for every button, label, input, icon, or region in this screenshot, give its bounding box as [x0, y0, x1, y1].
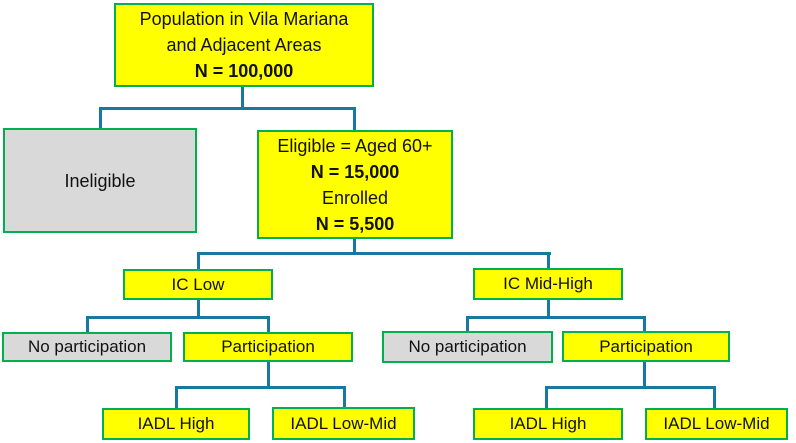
connector-line — [99, 107, 356, 110]
connector-line — [353, 239, 356, 255]
connector-line — [197, 300, 200, 319]
node-eligible-line2: Enrolled — [321, 187, 389, 208]
node-iadl-low-mid-left-label: IADL Low-Mid — [290, 413, 397, 433]
connector-line — [86, 316, 270, 319]
node-population-line1: Population in Vila Mariana — [139, 9, 349, 29]
connector-line — [343, 386, 346, 409]
connector-line — [713, 386, 716, 410]
connector-line — [267, 362, 270, 389]
node-iadl-low-mid-right-label: IADL Low-Mid — [663, 414, 770, 433]
connector-line — [175, 386, 178, 410]
node-no-participation-right-label: No participation — [408, 337, 527, 356]
connector-line — [353, 107, 356, 132]
node-ic-mid-high: IC Mid-High — [473, 268, 623, 300]
node-ic-low: IC Low — [123, 269, 273, 300]
connector-line — [241, 87, 244, 110]
connector-line — [643, 362, 646, 389]
node-iadl-high-left-label: IADL High — [137, 414, 215, 433]
node-ic-mid-high-label: IC Mid-High — [503, 274, 593, 293]
node-iadl-high-right: IADL High — [473, 408, 623, 440]
node-iadl-low-mid-right: IADL Low-Mid — [645, 408, 788, 440]
node-no-participation-left-label: No participation — [27, 337, 147, 356]
node-population-count: N = 100,000 — [194, 61, 294, 81]
node-population-line2: and Adjacent Areas — [166, 35, 322, 55]
node-iadl-high-left: IADL High — [102, 408, 250, 440]
connector-line — [547, 300, 550, 319]
connector-line — [545, 386, 548, 410]
connector-line — [545, 386, 716, 389]
connector-line — [643, 316, 646, 333]
node-eligible-line1: Eligible = Aged 60+ — [277, 135, 433, 156]
node-no-participation-left: No participation — [2, 332, 172, 362]
node-eligible-count1: N = 15,000 — [310, 161, 400, 182]
node-population: Population in Vila Mariana and Adjacent … — [114, 3, 374, 87]
connector-line — [267, 316, 270, 334]
connector-line — [197, 252, 200, 271]
node-eligible: Eligible = Aged 60+ N = 15,000 Enrolled … — [257, 130, 453, 239]
node-iadl-high-right-label: IADL High — [509, 414, 587, 433]
node-ic-low-label: IC Low — [171, 274, 225, 294]
node-participation-left: Participation — [183, 332, 353, 362]
connector-line — [547, 252, 550, 270]
node-participation-left-label: Participation — [221, 337, 315, 356]
connector-line — [197, 252, 551, 255]
node-ineligible: Ineligible — [3, 128, 197, 233]
node-eligible-count2: N = 5,500 — [315, 213, 395, 234]
connector-line — [86, 316, 89, 334]
connector-line — [99, 107, 102, 130]
connector-line — [466, 316, 469, 333]
connector-line — [466, 316, 646, 319]
node-participation-right-label: Participation — [599, 336, 693, 356]
node-participation-right: Participation — [562, 331, 730, 362]
node-no-participation-right: No participation — [382, 331, 553, 363]
node-ineligible-label: Ineligible — [64, 170, 136, 191]
connector-line — [175, 386, 346, 389]
node-iadl-low-mid-left: IADL Low-Mid — [272, 407, 415, 440]
